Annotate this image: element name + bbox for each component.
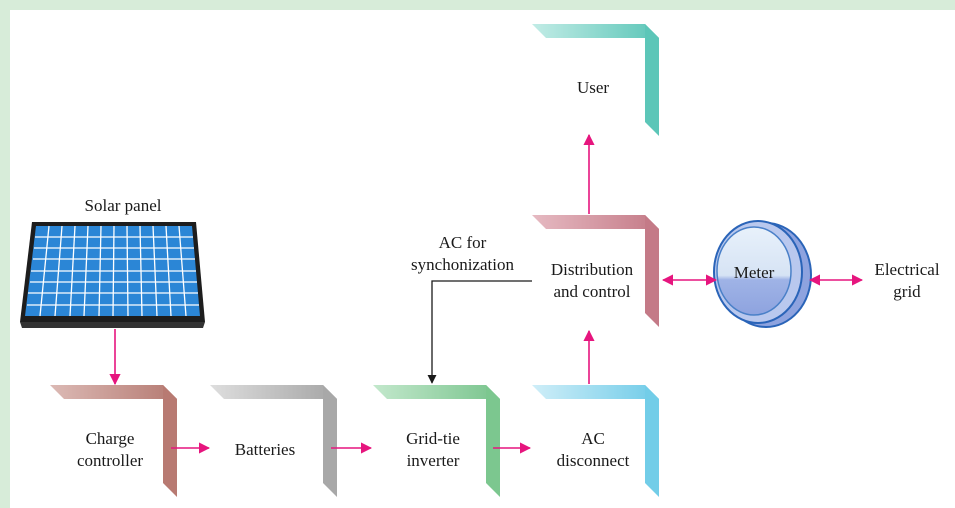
sync-label: AC for synchonization <box>395 232 530 276</box>
sync-arrow <box>427 280 532 384</box>
user-label: User <box>576 78 610 97</box>
batteries-frame <box>210 385 337 497</box>
user-frame <box>532 24 659 136</box>
charge-controller-label-line1: Charge <box>85 429 135 448</box>
solar-panel-label: Solar panel <box>84 196 162 215</box>
charge-controller-label: Charge controller <box>55 428 165 472</box>
inverter-label-line1: Grid-tie <box>406 429 460 448</box>
distribution-label: Distribution and control <box>532 259 652 303</box>
ac-disconnect-frame <box>532 385 659 497</box>
solar-panel <box>20 222 205 328</box>
ac-disconnect-label-line1: AC <box>581 429 605 448</box>
ac-disconnect-label: AC disconnect <box>538 428 648 472</box>
solar-panel-grid <box>27 225 199 317</box>
grid-label-line2: grid <box>893 282 921 301</box>
grid-label-line1: Electrical <box>874 260 940 279</box>
charge-controller-label-line2: controller <box>76 451 144 470</box>
inverter-frame <box>373 385 500 497</box>
meter-label: Meter <box>733 263 775 282</box>
charge-controller-frame <box>50 385 177 497</box>
distribution-label-line2: and control <box>553 282 631 301</box>
sync-label-line2: synchonization <box>411 255 514 274</box>
grid-label: Electrical grid <box>862 259 952 303</box>
diagram-canvas: Solar panel Charge controller Batteries … <box>10 10 955 508</box>
inverter-label: Grid-tie inverter <box>378 428 488 472</box>
distribution-frame <box>532 215 659 327</box>
distribution-label-line1: Distribution <box>550 260 634 279</box>
inverter-label-line2: inverter <box>406 451 460 470</box>
meter <box>713 220 812 328</box>
flow-arrows <box>109 133 864 454</box>
batteries-label: Batteries <box>234 440 296 459</box>
sync-label-line1: AC for <box>438 233 487 252</box>
ac-disconnect-label-line2: disconnect <box>556 451 630 470</box>
